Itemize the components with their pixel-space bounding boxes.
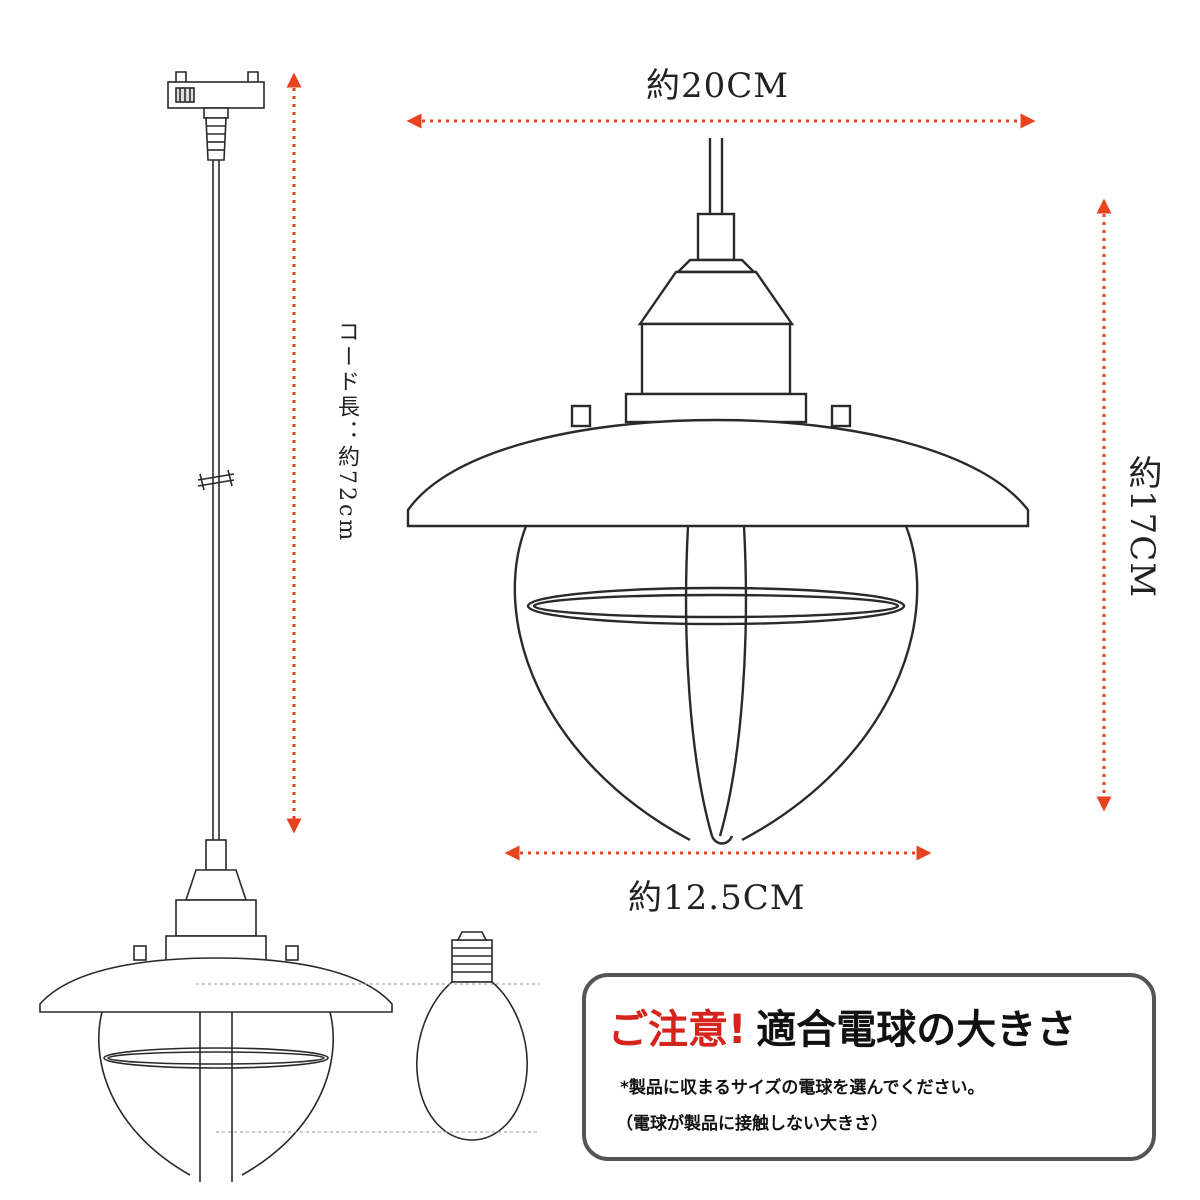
light-bulb-icon <box>416 931 528 1141</box>
cord-clip <box>197 469 235 491</box>
cage-width-label: 約12.5CM <box>628 878 806 918</box>
large-cage <box>513 525 919 845</box>
full-pendant-drawing <box>39 71 540 1182</box>
notice-line-2: （電球が製品に接触しない大きさ） <box>616 1114 888 1134</box>
large-shade <box>406 418 1030 528</box>
left-shade <box>39 957 393 1013</box>
left-cage <box>98 1011 334 1182</box>
large-socket <box>570 212 852 428</box>
rail-adapter-icon <box>167 71 265 161</box>
notice-title: ご注意!適合電球の大きさ <box>608 997 1076 1055</box>
notice-line-1: *製品に収まるサイズの電球を選んでください。 <box>620 1078 985 1098</box>
notice-subject: 適合電球の大きさ <box>756 1007 1077 1053</box>
width-label: 約20CM <box>646 66 790 106</box>
large-pendant-drawing <box>406 138 1030 845</box>
notice-box: ご注意!適合電球の大きさ *製品に収まるサイズの電球を選んでください。 （電球が… <box>582 973 1156 1161</box>
cord-length-label: コード長：約72cm <box>334 320 359 544</box>
height-label: 約17CM <box>1122 455 1162 599</box>
notice-warning: ご注意! <box>608 1007 747 1053</box>
